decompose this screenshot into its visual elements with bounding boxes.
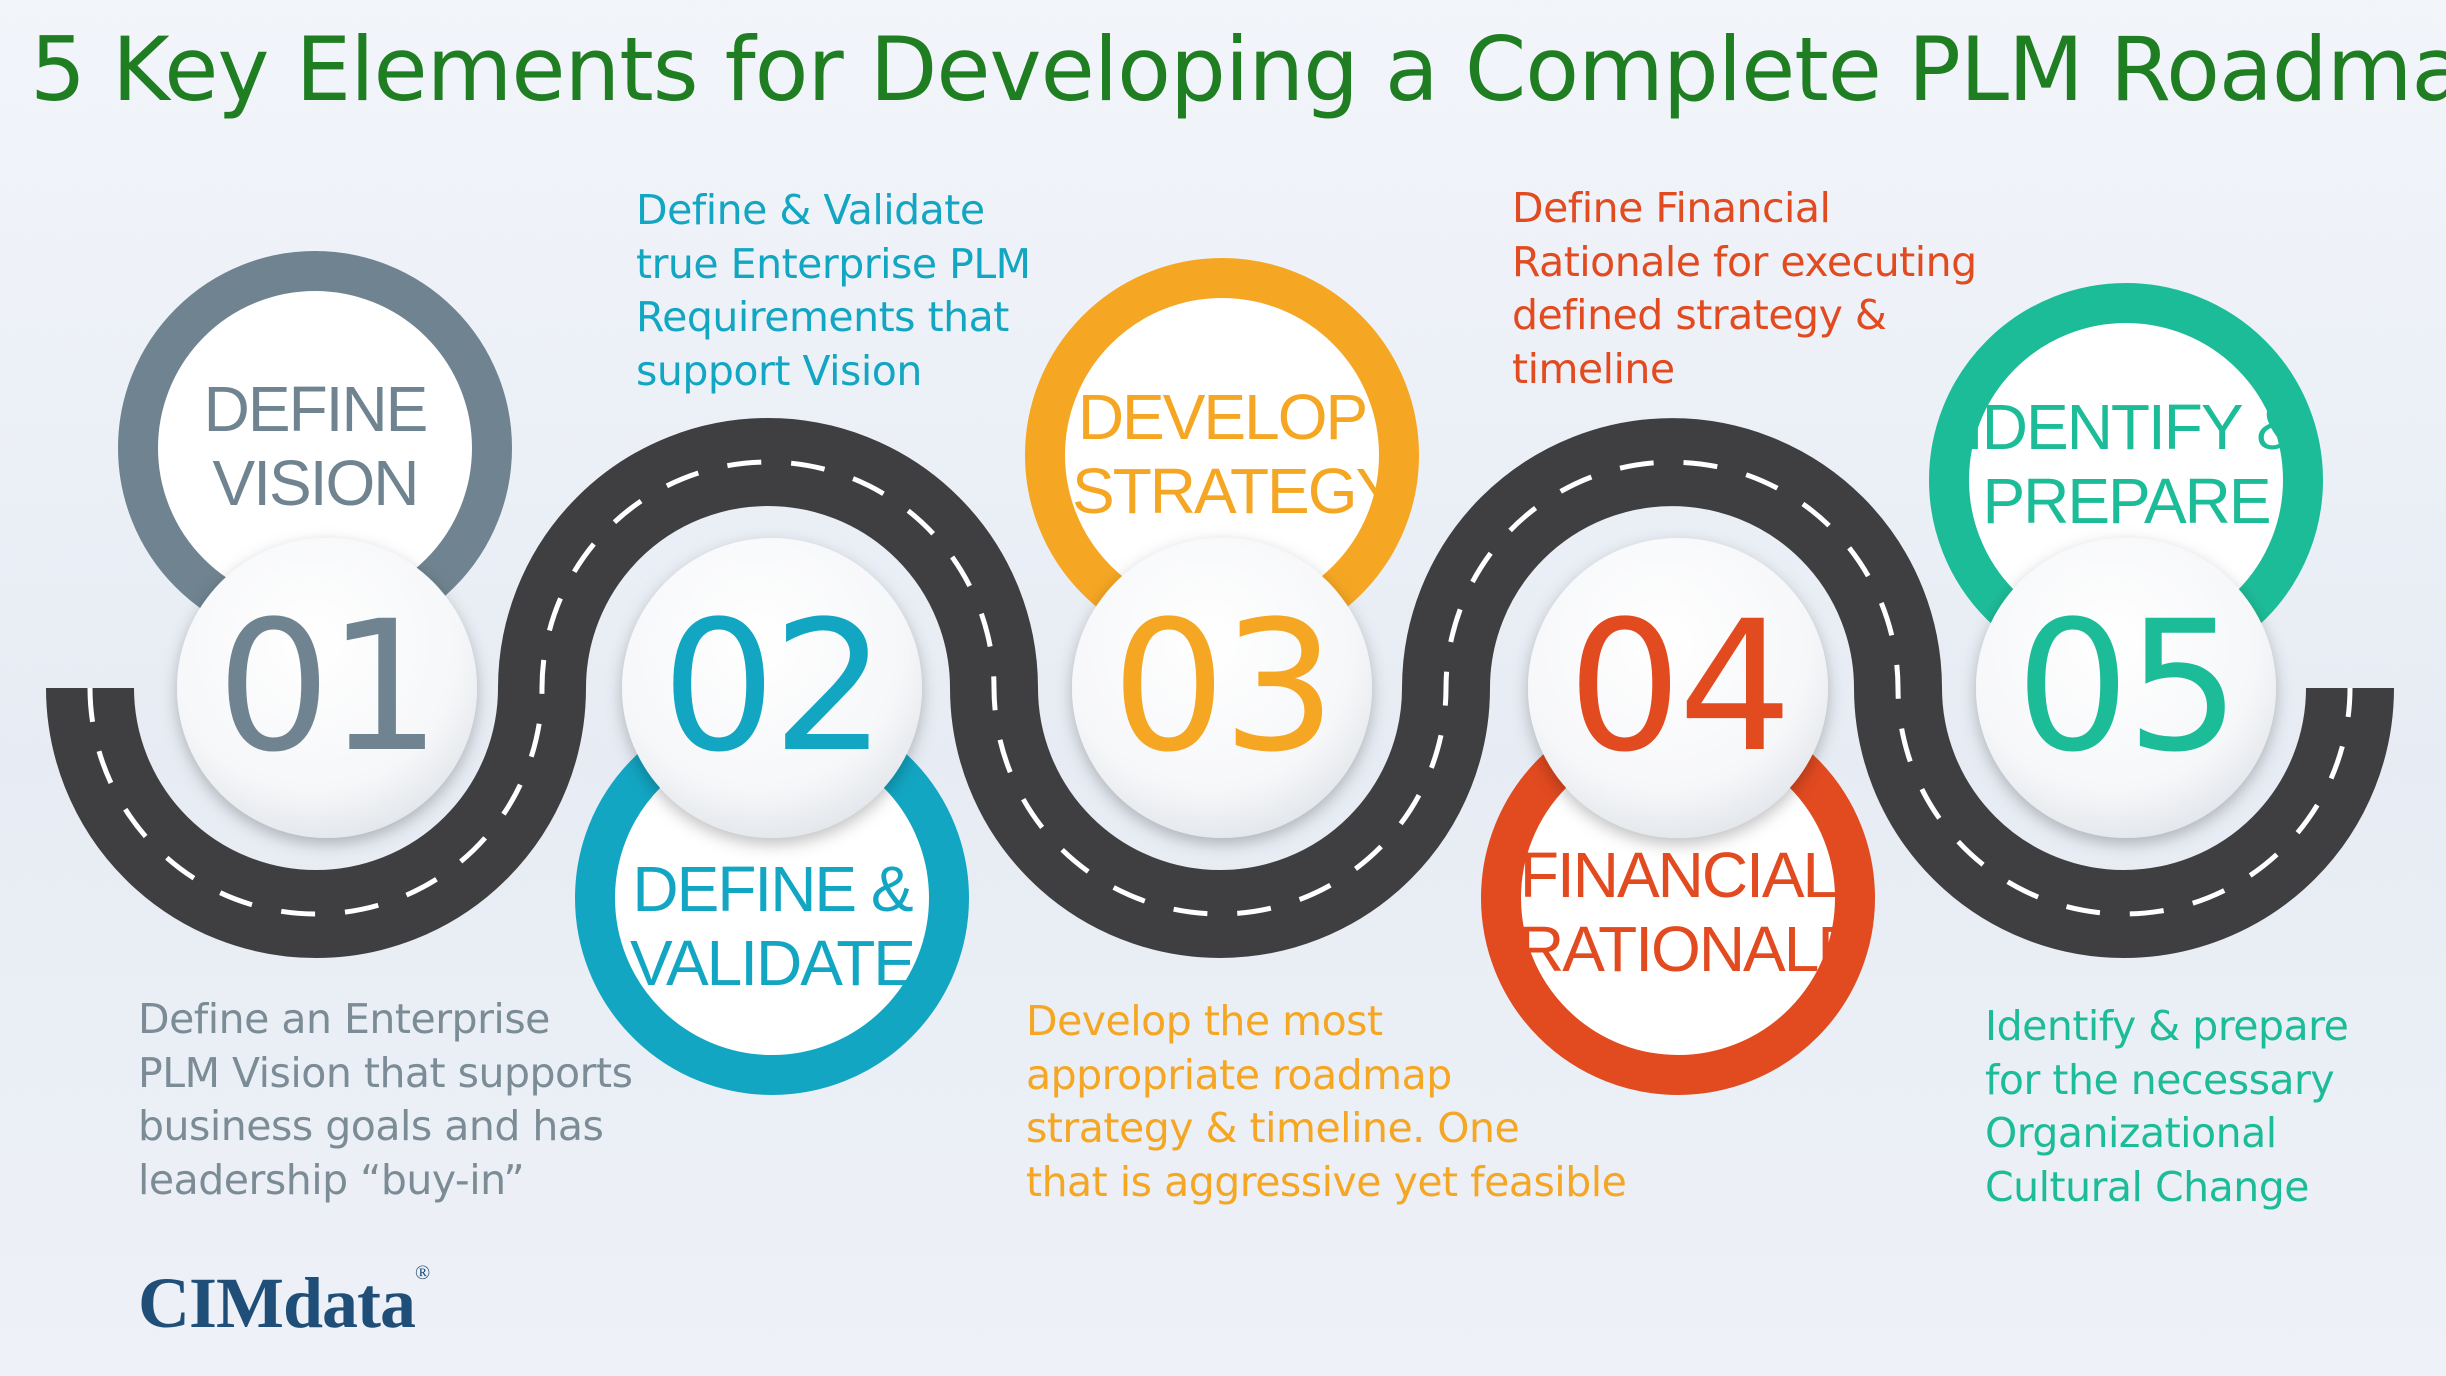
step-02-label: DEFINE & VALIDATE	[630, 853, 916, 1000]
road-center-line	[87, 459, 2353, 917]
step-05-label: IDENTIFY & PREPARE	[1966, 391, 2299, 538]
chip-03	[1072, 538, 1372, 838]
step-03-description: Develop the most appropriate roadmap str…	[1026, 997, 1627, 1207]
page-title: 5 Key Elements for Developing a Complete…	[30, 18, 2446, 121]
step-01-label: DEFINE VISION	[203, 373, 429, 520]
chip-05	[1976, 538, 2276, 838]
chip-02	[622, 538, 922, 838]
step-04-description: Define Financial Rationale for executing…	[1512, 184, 1977, 394]
step-04-number: 04	[1567, 583, 1792, 792]
step-05-number: 05	[2015, 583, 2240, 792]
chip-01	[177, 538, 477, 838]
step-04-label: FINANCIAL RATIONALE	[1518, 839, 1860, 986]
chip-04	[1528, 538, 1828, 838]
step-02-number: 02	[661, 583, 886, 792]
step-01-description: Define an Enterprise PLM Vision that sup…	[138, 995, 633, 1205]
step-02-description: Define & Validate true Enterprise PLM Re…	[636, 186, 1031, 396]
cimdata-logo: CIMdata®	[138, 1262, 430, 1343]
step-03-number: 03	[1111, 583, 1336, 792]
step-03-label: DEVELOP STRATEGY	[1072, 381, 1398, 528]
step-01-number: 01	[216, 583, 441, 792]
step-05-description: Identify & prepare for the necessary Org…	[1985, 1002, 2349, 1212]
